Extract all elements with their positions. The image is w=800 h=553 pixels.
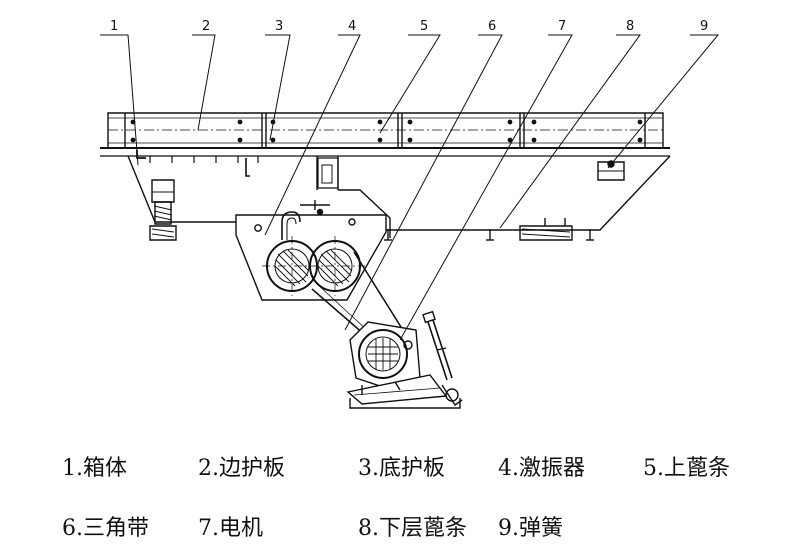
legend-item-spring: 9.弹簧	[498, 516, 563, 541]
legend-item-box-body: 1.箱体	[62, 456, 127, 481]
legend-item-side-guard: 2.边护板	[198, 456, 285, 481]
spring-left	[150, 180, 176, 240]
callout-4: 4	[348, 19, 356, 34]
callout-5: 5	[420, 19, 428, 34]
legend-item-bottom-guard: 3.底护板	[358, 456, 445, 481]
callout-numbers: 1 2 3 4 5 6 7 8 9	[110, 19, 708, 34]
callout-3: 3	[275, 19, 283, 34]
motor	[348, 312, 462, 408]
vibrating-feeder-drawing: 1 2 3 4 5 6 7 8 9	[0, 19, 800, 430]
legend-item-lower-grate: 8.下层蓖条	[358, 516, 467, 541]
callout-8: 8	[626, 19, 634, 34]
legend-item-motor: 7.电机	[198, 516, 263, 541]
leader-lines	[100, 35, 718, 340]
exciter	[236, 200, 386, 300]
legend-item-exciter: 4.激振器	[498, 456, 585, 481]
callout-2: 2	[202, 19, 210, 34]
box-body	[100, 113, 670, 238]
lower-grate-studs	[384, 229, 594, 240]
v-belt	[312, 252, 406, 335]
spring-right	[520, 218, 572, 240]
callout-6: 6	[488, 19, 496, 34]
callout-1: 1	[110, 19, 118, 34]
callout-7: 7	[558, 19, 566, 34]
callout-9: 9	[700, 19, 708, 34]
parts-legend: 1.箱体 2.边护板 3.底护板 4.激振器 5.上蓖条 6.三角带 7.电机 …	[0, 430, 800, 553]
legend-item-v-belt: 6.三角带	[62, 516, 149, 541]
legend-item-upper-grate: 5.上蓖条	[643, 456, 730, 481]
